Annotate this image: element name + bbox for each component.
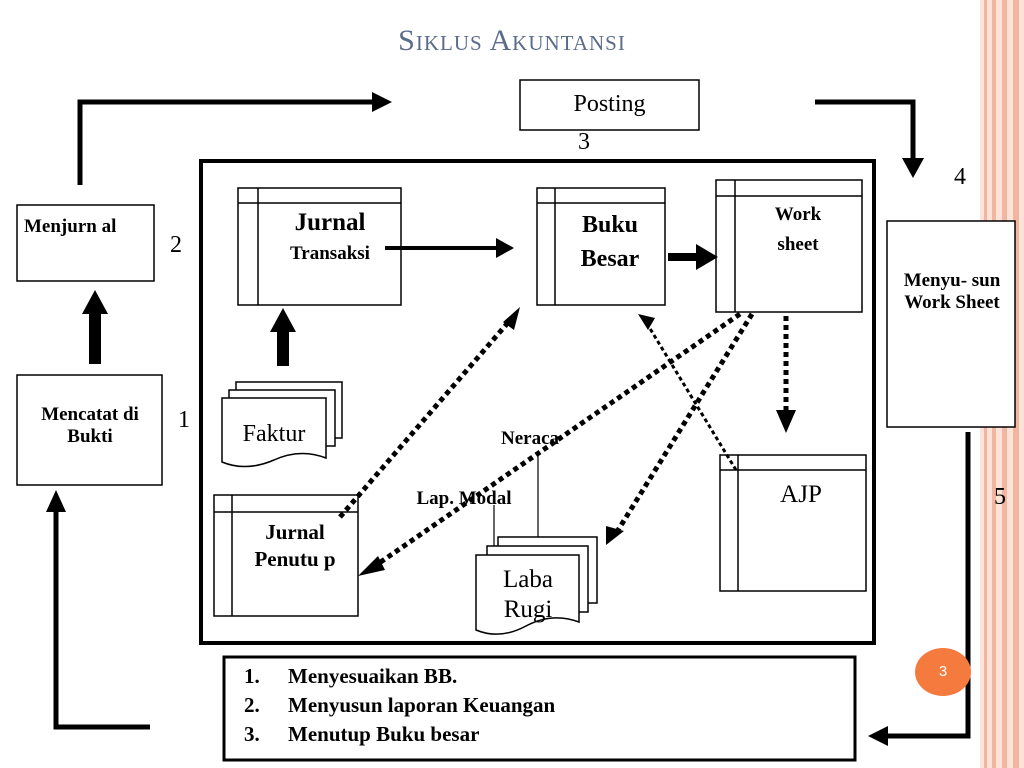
dotted-penutup-to-buku (338, 316, 514, 519)
step-menyusun: Menyu- sun Work Sheet (903, 270, 1001, 313)
label-laba-rugi-l1: Laba (503, 566, 553, 593)
label-faktur: Faktur (242, 421, 306, 447)
list-item-text: Menyesuaikan BB. (288, 664, 458, 688)
doc-jurnal-transaksi (237, 187, 402, 306)
step-menjurnal: Menjurn al (24, 216, 117, 237)
slide-title: Siklus Akuntansi (398, 24, 626, 57)
label-laba-rugi-l2: Rugi (503, 596, 553, 623)
cycle-arrow-top (77, 99, 375, 185)
label-buku-besar-l2: Besar (580, 246, 640, 272)
number-4: 4 (954, 164, 966, 190)
cycle-arrow-left-bottom (53, 510, 150, 730)
box-menjurnal (16, 204, 155, 282)
list-item: 3. Menutup Buku besar (244, 722, 555, 751)
label-worksheet-l2: sheet (777, 234, 819, 255)
list-item-number: 3. (244, 722, 260, 746)
label-lap-modal: Lap. Modal (416, 488, 512, 509)
label-jurnal-transaksi-l2: Transaksi (290, 243, 370, 264)
cycle-arrow-right-bottom (885, 432, 971, 739)
number-3: 3 (578, 129, 590, 155)
list-item-number: 2. (244, 693, 260, 717)
dotted-worksheet-to-labarugi (612, 312, 755, 537)
list-item-text: Menutup Buku besar (288, 722, 480, 746)
box-posting (519, 79, 700, 131)
step-mencatat: Mencatat di Bukti (41, 404, 139, 447)
cycle-arrow-right-top (815, 99, 916, 160)
doc-laba-rugi (475, 536, 598, 635)
doc-worksheet (715, 179, 863, 313)
box-menyusun (886, 220, 1016, 428)
doc-jurnal-penutup (213, 494, 359, 617)
label-ajp: AJP (780, 481, 822, 508)
steps-list: 1. Menyesuaikan BB. 2. Menyusun laporan Ke… (244, 664, 555, 751)
list-item: 1. Menyesuaikan BB. (244, 664, 555, 693)
main-frame (199, 159, 876, 645)
doc-buku-besar (536, 187, 666, 306)
label-worksheet-l1: Work (774, 204, 822, 225)
list-item-number: 1. (244, 664, 260, 688)
label-jurnal-transaksi-l1: Jurnal (294, 209, 366, 236)
number-1: 1 (178, 407, 190, 433)
box-mencatat (16, 374, 163, 486)
label-buku-besar-l1: Buku (581, 212, 639, 238)
list-box (222, 655, 857, 762)
step-posting: Posting (573, 91, 646, 117)
slide-number-badge: 3 (915, 648, 971, 696)
label-jurnal-penutup: Jurnal Penutu p (254, 520, 336, 572)
doc-ajp (719, 454, 867, 592)
list-item-text: Menyusun laporan Keuangan (288, 693, 556, 717)
label-neraca: Neraca (500, 428, 560, 449)
dotted-ajp-to-buku (644, 321, 738, 471)
number-2: 2 (170, 232, 182, 258)
list-item: 2. Menyusun laporan Keuangan (244, 693, 555, 722)
doc-faktur (221, 381, 343, 468)
dotted-worksheet-to-penutup (370, 311, 742, 571)
number-5: 5 (994, 484, 1006, 510)
